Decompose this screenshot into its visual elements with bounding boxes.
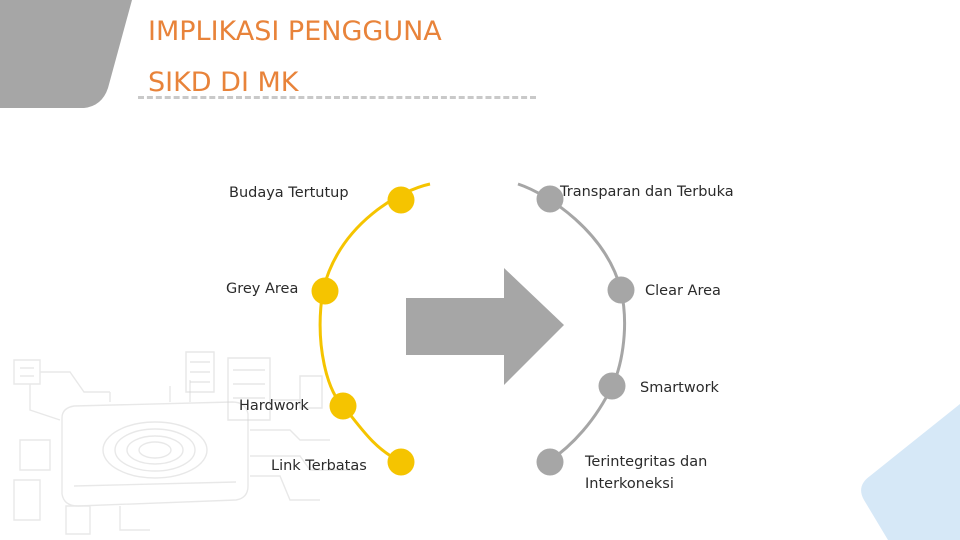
before-dot-2 [311, 277, 339, 305]
corner-decoration [0, 0, 132, 108]
before-dot-3 [329, 392, 357, 420]
after-dot-3 [598, 372, 626, 400]
before-arc [311, 182, 431, 476]
after-dot-1 [536, 185, 564, 213]
before-label-2: Grey Area [226, 281, 299, 297]
before-label-3: Hardwork [239, 398, 309, 414]
page-title-line-2: SIKD DI MK [148, 67, 299, 98]
corner-accent-decoration [861, 404, 960, 540]
after-label-1: Transparan dan Terbuka [560, 184, 734, 200]
after-dot-2 [607, 276, 635, 304]
after-arc [517, 182, 635, 476]
after-label-2: Clear Area [645, 283, 721, 299]
before-dot-1 [387, 186, 415, 214]
page-title: IMPLIKASI PENGGUNA SIKD DI MK [148, 6, 442, 108]
after-label-3: Smartwork [640, 380, 719, 396]
after-dot-4 [536, 448, 564, 476]
page-title-line-1: IMPLIKASI PENGGUNA [148, 16, 442, 47]
after-label-4: Terintegritas dan Interkoneksi [585, 454, 708, 492]
fingerprint-device-icon [13, 359, 360, 535]
server-icon [185, 351, 323, 421]
before-label-1: Budaya Tertutup [229, 185, 349, 201]
transformation-arrow-icon [406, 268, 564, 385]
before-dot-4 [387, 448, 415, 476]
before-label-4: Link Terbatas [271, 458, 367, 474]
title-divider [138, 96, 536, 99]
